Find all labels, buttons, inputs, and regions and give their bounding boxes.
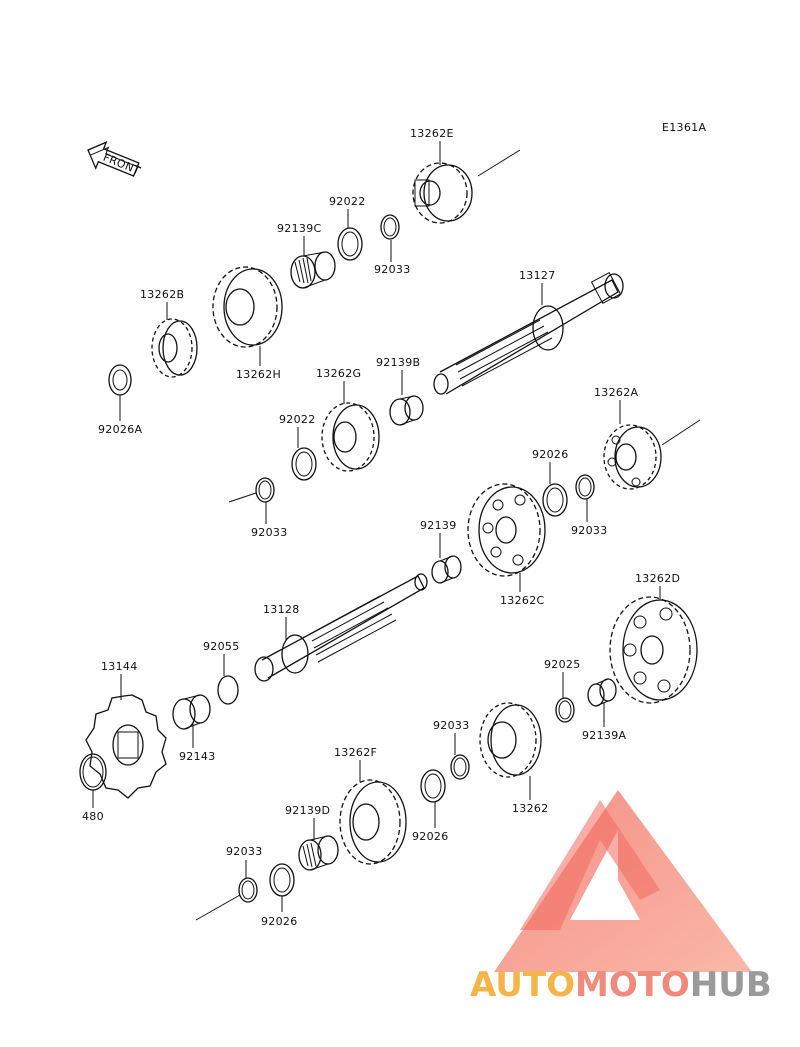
part-label: 92033 xyxy=(374,263,411,276)
washer-92022-mid xyxy=(291,447,317,481)
part-label: 13262F xyxy=(334,746,377,759)
gear-13262e xyxy=(412,162,473,224)
part-label: 13144 xyxy=(101,660,138,673)
gear-13262c xyxy=(467,483,546,577)
part-label: 92026A xyxy=(98,423,142,436)
watermark-text: AUTOMOTOHUB xyxy=(470,965,772,1005)
shaft-13127 xyxy=(433,272,624,395)
circlip-480 xyxy=(79,753,107,791)
bearing-92139d xyxy=(298,835,339,871)
part-label: 92025 xyxy=(544,658,581,671)
part-label: 13262C xyxy=(500,594,544,607)
bushing-92139 xyxy=(431,555,462,584)
sprocket-13144 xyxy=(85,694,167,799)
washer-92022-top xyxy=(337,227,363,261)
bushing-92139a xyxy=(587,678,617,707)
washer-92026-lower xyxy=(420,769,446,803)
washer-92026a xyxy=(108,364,132,396)
part-label: 92033 xyxy=(226,845,263,858)
diagram-code: E1361A xyxy=(662,121,706,134)
washer-92025 xyxy=(555,697,575,723)
snap-ring-92033-mid xyxy=(255,477,275,503)
bearing-92139c xyxy=(290,251,336,289)
part-label: 13262B xyxy=(140,288,184,301)
gear-13262g xyxy=(321,402,380,472)
gear-13262b xyxy=(151,318,198,378)
part-label: 92033 xyxy=(251,526,288,539)
part-label: 92139D xyxy=(285,804,330,817)
washer-92026-mid xyxy=(542,483,568,517)
gear-13262a xyxy=(603,424,662,490)
part-label: 92139 xyxy=(420,519,457,532)
part-labels: 13262E 92022 92139C 92033 13262B 13262H … xyxy=(82,127,680,928)
snap-ring-92033-bottom xyxy=(238,877,258,903)
washer-92026-bottom xyxy=(269,863,295,897)
part-label: 13128 xyxy=(263,603,300,616)
part-label: 13262H xyxy=(236,368,281,381)
part-label: 92026 xyxy=(261,915,298,928)
gear-13262h xyxy=(212,266,283,348)
part-label: 92026 xyxy=(532,448,569,461)
part-label: 92139B xyxy=(376,356,420,369)
gear-13262f xyxy=(339,779,407,865)
part-label: 13262E xyxy=(410,127,454,140)
part-label: 92026 xyxy=(412,830,449,843)
shaft-13128 xyxy=(254,573,428,682)
part-label: 13262 xyxy=(512,802,549,815)
part-label: 92143 xyxy=(179,750,216,763)
front-label: FRONT xyxy=(101,151,142,178)
collar-92143 xyxy=(172,694,211,730)
snap-ring-92033-lower xyxy=(450,754,470,780)
o-ring-92055 xyxy=(217,675,239,705)
gear-13262 xyxy=(479,702,542,778)
part-label: 92033 xyxy=(571,524,608,537)
part-label: 92139A xyxy=(582,729,626,742)
part-label: 480 xyxy=(82,810,104,823)
part-label: 13262A xyxy=(594,386,638,399)
part-label: 92033 xyxy=(433,719,470,732)
watermark-logo-icon xyxy=(494,790,752,972)
part-label: 92139C xyxy=(277,222,321,235)
part-label: 13262G xyxy=(316,367,361,380)
part-label: 92055 xyxy=(203,640,240,653)
gear-13262d xyxy=(609,596,698,704)
snap-ring-92033-right xyxy=(575,474,595,500)
front-arrow-icon: FRONT xyxy=(87,141,142,178)
bushing-92139b xyxy=(389,395,424,426)
part-label: 13127 xyxy=(519,269,556,282)
part-label: 92022 xyxy=(329,195,366,208)
part-label: 92022 xyxy=(279,413,316,426)
snap-ring-92033-top xyxy=(380,214,400,240)
part-label: 13262D xyxy=(635,572,680,585)
